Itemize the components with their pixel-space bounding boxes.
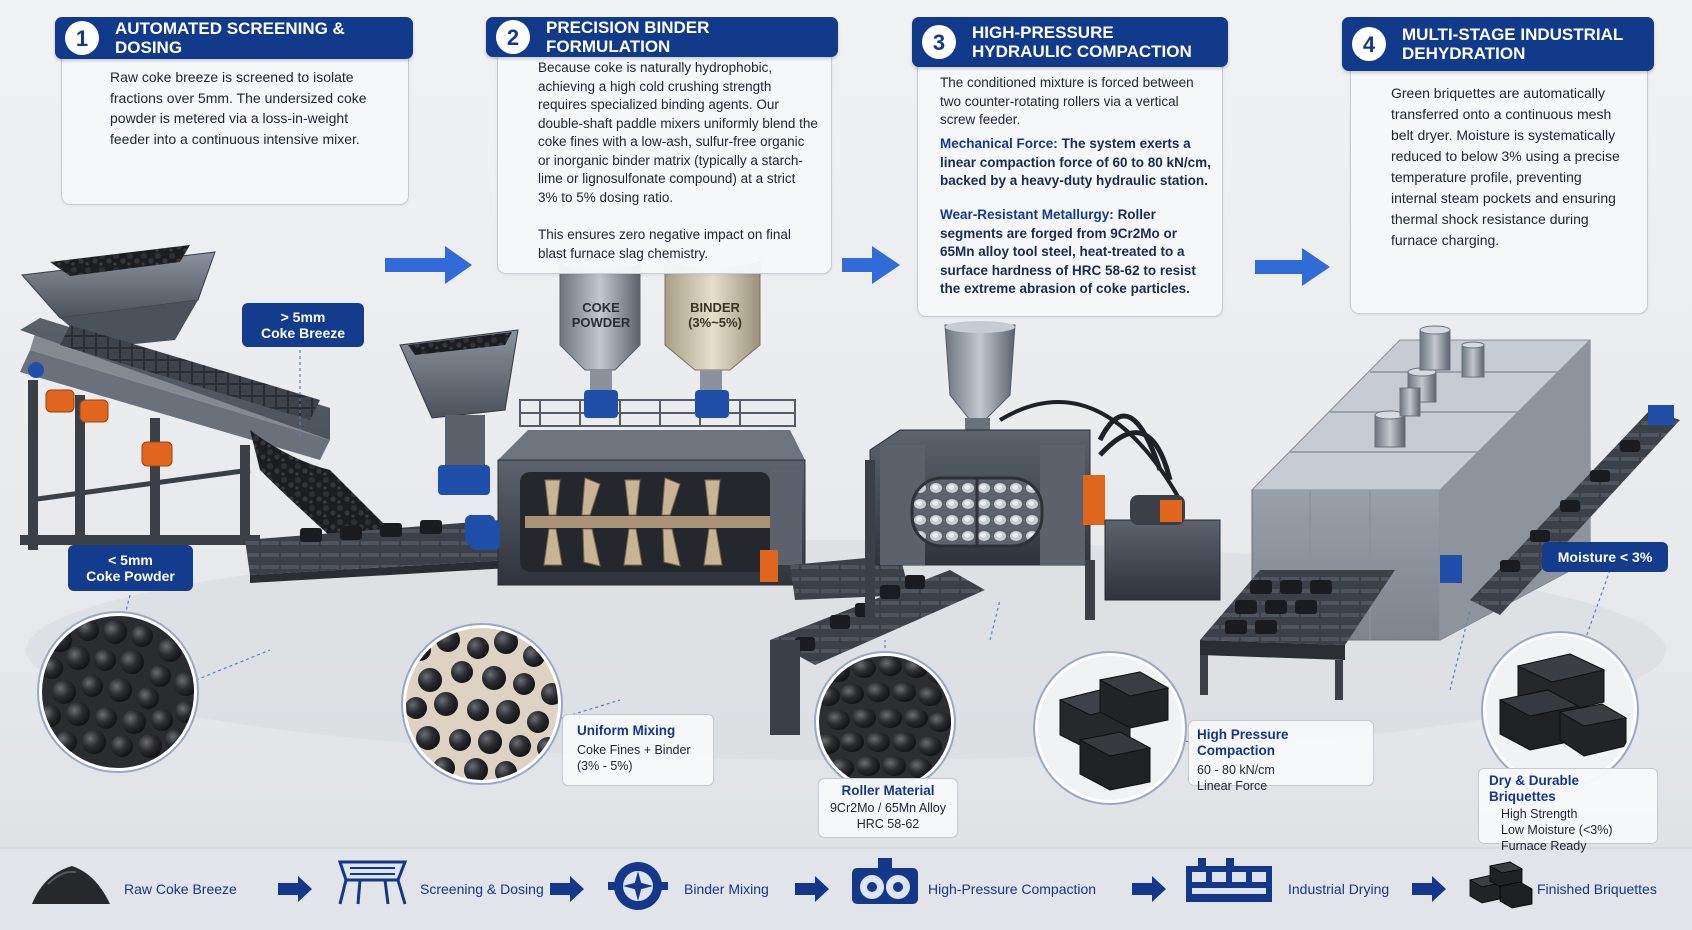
- callout-uniform-mixing-line-2: (3% - 5%): [577, 759, 633, 773]
- flow-arrow-4: [1132, 876, 1166, 902]
- callout-high-pressure-line-1: 60 - 80 kN/cm: [1197, 763, 1275, 777]
- flow-arrow-5: [1412, 876, 1446, 902]
- vibrating-screen: [20, 245, 395, 550]
- step-3-point-1-text: The system exerts a linear compaction fo…: [940, 136, 1211, 188]
- roller-press-icon: [852, 858, 918, 904]
- stage-arrow-3: [1255, 248, 1330, 286]
- step-3-point-1: Mechanical Force: The system exerts a li…: [940, 135, 1212, 191]
- step-3-point-2-text: Roller segments are forged from 9Cr2Mo o…: [940, 207, 1196, 296]
- step-4-title: MULTI-STAGE INDUSTRIAL DEHYDRATION: [1402, 25, 1624, 63]
- briquettes-icon: [1468, 861, 1533, 909]
- tag-coke-breeze: > 5mm Coke Breeze: [242, 303, 364, 347]
- flow-label-finished: Finished Briquettes: [1537, 881, 1657, 897]
- screen-icon: [337, 860, 408, 905]
- flow-arrow-3: [795, 876, 829, 902]
- step-4-panel: Green briquettes are automatically trans…: [1350, 62, 1648, 314]
- step-1-title: AUTOMATED SCREENING & DOSING: [115, 19, 345, 57]
- callout-dry-briquettes-line-2: Low Moisture (<3%): [1501, 823, 1613, 837]
- callout-dry-briquettes-line-3: Furnace Ready: [1501, 839, 1587, 853]
- step-2-body-note: This ensures zero negative impact on fin…: [538, 227, 791, 261]
- step-4-body: Green briquettes are automatically trans…: [1391, 85, 1620, 248]
- callout-dry-briquettes: Dry & Durable Briquettes High Strength L…: [1478, 768, 1658, 853]
- detail-coke-powder: [37, 611, 199, 773]
- callout-high-pressure-title: High Pressure Compaction: [1197, 727, 1289, 758]
- step-2-number: 2: [496, 20, 530, 54]
- step-4-number: 4: [1352, 27, 1386, 61]
- step-3-header: 3 HIGH-PRESSURE HYDRAULIC COMPACTION: [912, 17, 1228, 67]
- paddle-mixer: [470, 254, 806, 586]
- flow-label-drying: Industrial Drying: [1288, 881, 1390, 897]
- detail-uniform-mixing: [401, 623, 563, 785]
- callout-roller-material-line-2: HRC 58-62: [856, 817, 920, 831]
- step-1-panel: Raw coke breeze is screened to isolate f…: [61, 50, 409, 205]
- flow-arrow-2: [550, 876, 584, 902]
- stage-arrow-1: [385, 246, 472, 284]
- step-3-title: HIGH-PRESSURE HYDRAULIC COMPACTION: [972, 23, 1192, 61]
- step-1-body: Raw coke breeze is screened to isolate f…: [110, 69, 367, 147]
- callout-dry-briquettes-title: Dry & Durable Briquettes: [1489, 773, 1580, 804]
- step-2-title: PRECISION BINDER FORMULATION: [546, 18, 710, 56]
- mixer-icon: [608, 862, 668, 910]
- coke-pile-icon: [32, 866, 110, 904]
- step-2-body: Because coke is naturally hydrophobic, a…: [538, 60, 818, 205]
- hopper-label-coke: COKE POWDER: [571, 300, 631, 330]
- step-2-header: 2 PRECISION BINDER FORMULATION: [486, 17, 838, 57]
- callout-uniform-mixing: Uniform Mixing Coke Fines + Binder (3% -…: [562, 714, 714, 786]
- tag-moisture: Moisture < 3%: [1542, 542, 1668, 572]
- tag-coke-powder: < 5mm Coke Powder: [68, 545, 193, 591]
- dryer-icon: [1186, 858, 1272, 902]
- callout-dry-briquettes-line-1: High Strength: [1501, 807, 1578, 821]
- step-3-panel: The conditioned mixture is forced betwee…: [917, 55, 1223, 317]
- flow-label-mixing: Binder Mixing: [684, 881, 769, 897]
- flow-label-compaction: High-Pressure Compaction: [928, 881, 1097, 897]
- step-3-number: 3: [922, 25, 956, 59]
- feed-conveyor: [245, 520, 510, 583]
- step-3-point-1-label: Mechanical Force:: [940, 136, 1058, 151]
- step-3-body: The conditioned mixture is forced betwee…: [940, 75, 1194, 127]
- hopper-label-binder: BINDER (3%~5%): [688, 300, 742, 330]
- step-1-header: 1 AUTOMATED SCREENING & DOSING: [55, 17, 413, 59]
- dosing-hopper: [399, 329, 519, 545]
- step-3-point-2: Wear-Resistant Metallurgy: Roller segmen…: [940, 206, 1212, 299]
- stage-arrows: [385, 246, 1330, 286]
- flow-arrows: [278, 876, 1446, 902]
- callout-roller-material-line-1: 9Cr2Mo / 65Mn Alloy: [829, 801, 947, 815]
- callout-high-pressure: High Pressure Compaction 60 - 80 kN/cm L…: [1188, 720, 1374, 793]
- step-4-header: 4 MULTI-STAGE INDUSTRIAL DEHYDRATION: [1342, 17, 1654, 71]
- step-3-point-2-label: Wear-Resistant Metallurgy:: [940, 207, 1114, 222]
- flow-label-raw-coke: Raw Coke Breeze: [124, 881, 237, 897]
- stage-arrow-2: [842, 246, 900, 284]
- detail-compacted-briquettes: [1033, 651, 1187, 805]
- step-2-panel: Because coke is naturally hydrophobic, a…: [497, 50, 832, 274]
- callout-uniform-mixing-line-1: Coke Fines + Binder: [577, 743, 691, 757]
- detail-dry-briquettes: [1481, 631, 1639, 789]
- callout-high-pressure-line-2: Linear Force: [1197, 779, 1268, 793]
- detail-roller-surface: [814, 651, 956, 793]
- callout-roller-material: Roller Material 9Cr2Mo / 65Mn Alloy HRC …: [818, 778, 958, 838]
- flow-label-screening: Screening & Dosing: [420, 881, 544, 897]
- callout-roller-material-title: Roller Material: [841, 783, 935, 798]
- flow-arrow-1: [278, 876, 312, 902]
- callout-uniform-mixing-title: Uniform Mixing: [577, 723, 676, 738]
- step-1-number: 1: [65, 21, 99, 55]
- roller-press: [865, 321, 1221, 620]
